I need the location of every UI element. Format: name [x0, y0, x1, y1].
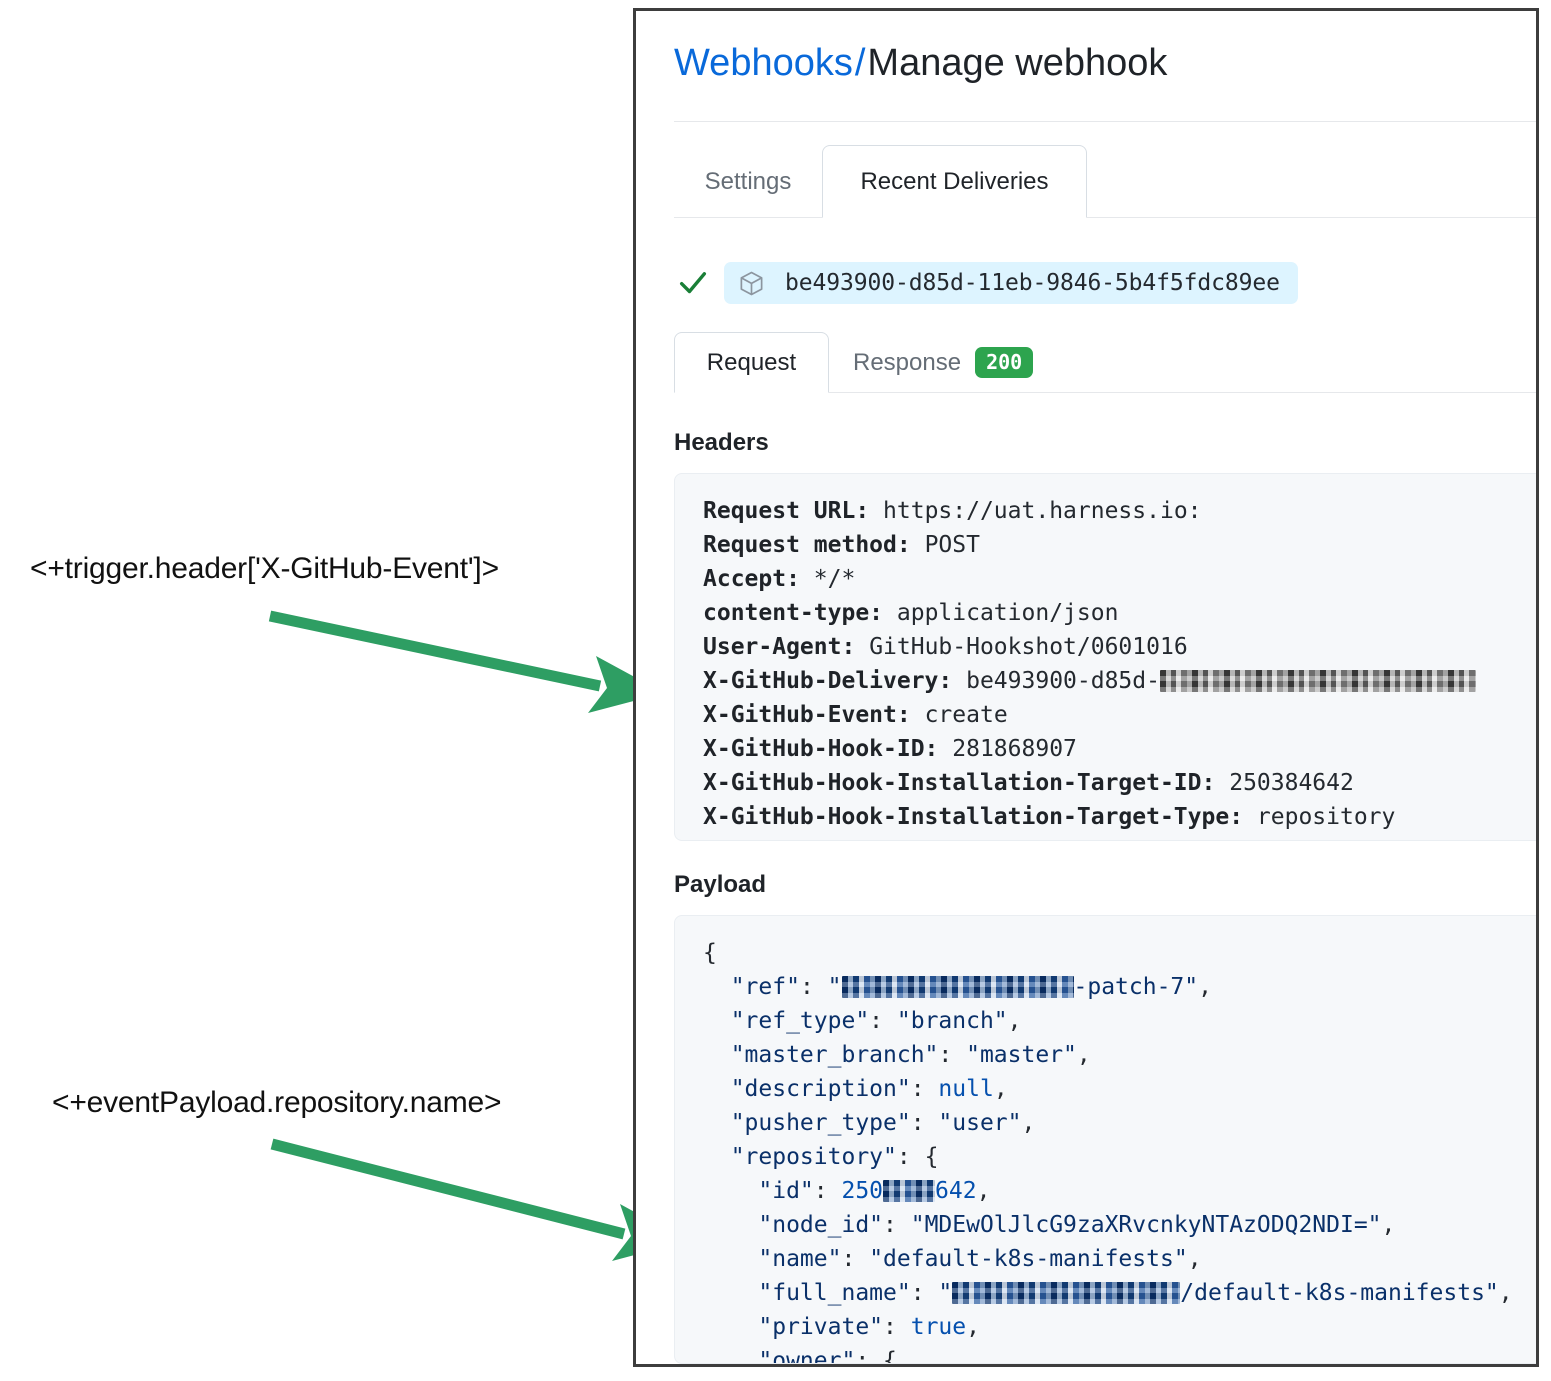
header-key: Accept:: [703, 566, 800, 592]
payload-line: "full_name": "/default-k8s-manifests",: [703, 1280, 1513, 1306]
header-key: Request method:: [703, 532, 911, 558]
tab-response[interactable]: Response 200: [829, 332, 1049, 393]
headers-section-title: Headers: [674, 429, 769, 456]
header-line: X-GitHub-Hook-Installation-Target-Type: …: [703, 800, 1536, 834]
redacted-username: [841, 976, 1074, 998]
payload-line: "description": null,: [703, 1076, 1008, 1102]
header-key: X-GitHub-Hook-Installation-Target-ID:: [703, 770, 1216, 796]
payload-code-block: { "ref": "-patch-7", "ref_type": "branch…: [674, 915, 1536, 1364]
tab-response-label: Response: [853, 348, 962, 376]
package-icon: [740, 271, 763, 295]
payload-line: "node_id": "MDEwOlJlcG9zaXRvcnkyNTAzODQ2…: [703, 1212, 1396, 1238]
arrow-to-repository-name: [270, 1138, 688, 1261]
payload-line: "owner": {: [703, 1348, 897, 1364]
webhook-tabs: Settings Recent Deliveries: [674, 144, 1536, 218]
header-key: X-GitHub-Hook-Installation-Target-Type:: [703, 804, 1244, 830]
header-value: application/json: [896, 600, 1119, 626]
header-line: X-GitHub-Hook-ID: 281868907: [703, 732, 1536, 766]
payload-line: "ref": "-patch-7",: [703, 974, 1212, 1000]
header-line: X-GitHub-Hook-Installation-Target-ID: 25…: [703, 766, 1536, 800]
header-value: create: [924, 702, 1008, 728]
payload-line: "repository": {: [703, 1144, 939, 1170]
tab-settings[interactable]: Settings: [704, 167, 792, 195]
headers-code-block: Request URL: https://uat.harness.io: Req…: [674, 473, 1536, 841]
tab-request[interactable]: Request: [674, 332, 829, 393]
header-line: User-Agent: GitHub-Hookshot/0601016: [703, 630, 1536, 664]
header-value: GitHub-Hookshot/0601016: [869, 634, 1188, 660]
header-line: Request method: POST: [703, 528, 1536, 562]
header-line: content-type: application/json: [703, 596, 1536, 630]
payload-line: {: [703, 940, 717, 966]
page-title: Manage webhook: [867, 42, 1168, 84]
header-value: repository: [1256, 804, 1396, 830]
annotation-header-expression: <+trigger.header['X-GitHub-Event']>: [30, 552, 499, 585]
delivery-id-chip[interactable]: be493900-d85d-11eb-9846-5b4f5fdc89ee: [724, 262, 1298, 304]
header-key: X-GitHub-Delivery:: [703, 668, 953, 694]
annotation-payload-expression: <+eventPayload.repository.name>: [52, 1086, 502, 1119]
header-line: X-GitHub-Event: create: [703, 698, 1536, 732]
payload-section-title: Payload: [674, 871, 767, 898]
request-response-tabs: Request Response 200: [674, 331, 1536, 393]
header-value: */*: [813, 566, 856, 592]
payload-line: "master_branch": "master",: [703, 1042, 1091, 1068]
header-value: POST: [924, 532, 980, 558]
header-value: https://uat.harness.io:: [883, 498, 1202, 524]
breadcrumb: Webhooks/Manage webhook: [674, 42, 1168, 85]
header-key: Request URL:: [703, 498, 870, 524]
header-key: X-GitHub-Hook-ID:: [703, 736, 939, 762]
header-key: X-GitHub-Event:: [703, 702, 911, 728]
header-key: User-Agent:: [703, 634, 856, 660]
status-badge: 200: [975, 347, 1034, 378]
tabstrip-baseline: [674, 217, 1536, 218]
header-line: X-GitHub-Delivery: be493900-d85d-: [703, 664, 1536, 698]
header-value: 250384642: [1229, 770, 1354, 796]
tab-recent-deliveries[interactable]: Recent Deliveries: [822, 145, 1087, 218]
tabstrip-baseline: [674, 392, 1536, 393]
payload-line: "ref_type": "branch",: [703, 1008, 1022, 1034]
breadcrumb-link-webhooks[interactable]: Webhooks: [674, 42, 853, 84]
payload-line: "private": true,: [703, 1314, 980, 1340]
header-value: 281868907: [952, 736, 1077, 762]
breadcrumb-separator: /: [854, 42, 866, 84]
redacted-delivery-tail: [1159, 670, 1476, 692]
arrow-to-github-event-header: [268, 610, 664, 713]
header-line: Request URL: https://uat.harness.io:: [703, 494, 1536, 528]
breadcrumb-divider: [674, 121, 1536, 122]
manage-webhook-panel: Webhooks/Manage webhook Settings Recent …: [633, 8, 1539, 1367]
payload-line: "name": "default-k8s-manifests",: [703, 1246, 1202, 1272]
delivery-row[interactable]: be493900-d85d-11eb-9846-5b4f5fdc89ee: [676, 255, 1298, 311]
payload-line: "pusher_type": "user",: [703, 1110, 1036, 1136]
delivery-id-text: be493900-d85d-11eb-9846-5b4f5fdc89ee: [785, 270, 1280, 296]
check-icon: [679, 272, 707, 294]
redacted-owner-name: [952, 1282, 1181, 1304]
header-line: Accept: */*: [703, 562, 1536, 596]
redacted-repo-id: [883, 1180, 936, 1202]
header-value: be493900-d85d-: [966, 668, 1160, 694]
header-key: content-type:: [703, 600, 884, 626]
